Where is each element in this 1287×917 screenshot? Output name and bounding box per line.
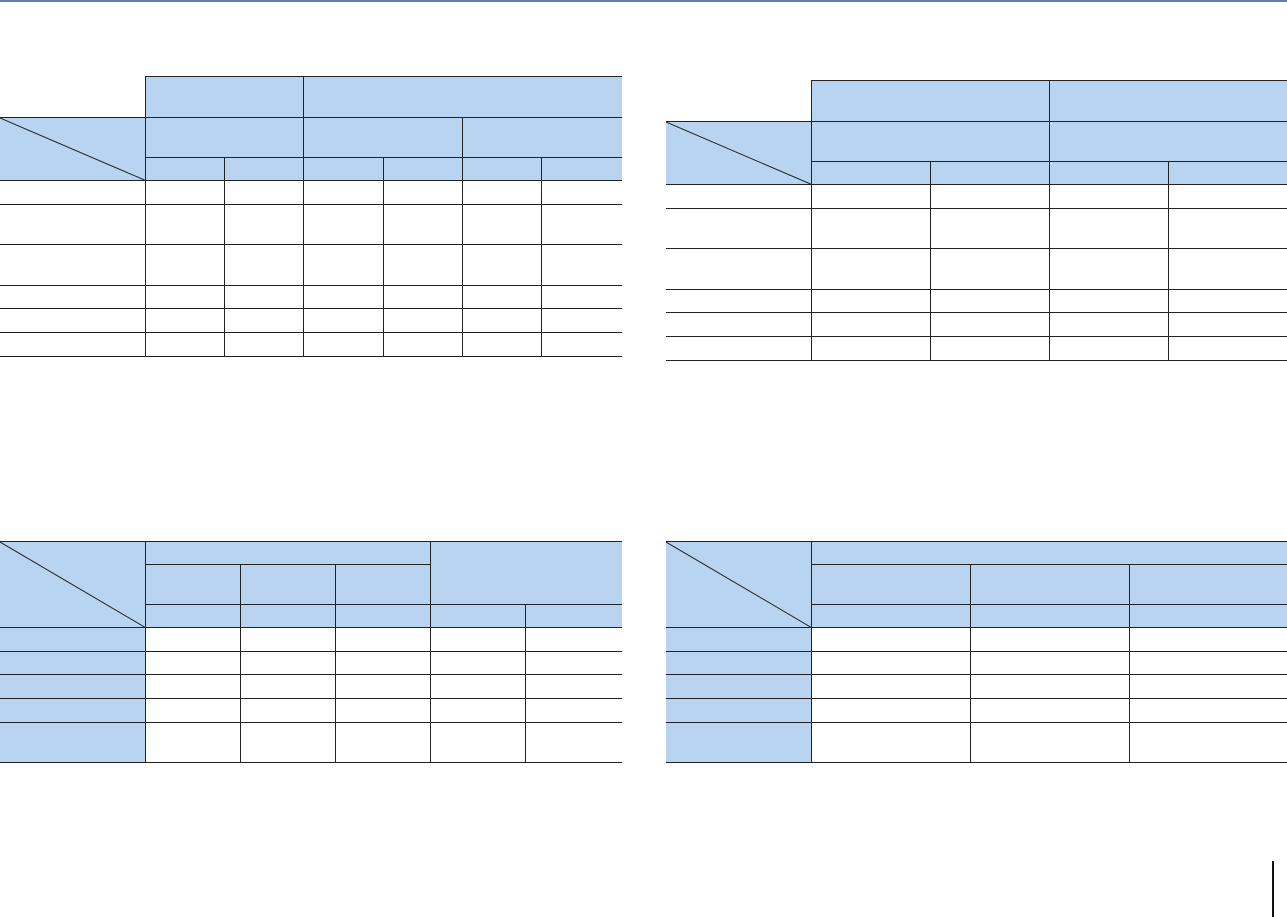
header-cell [1128, 604, 1287, 628]
diagonal-header-cell [0, 541, 145, 628]
header-cell [429, 541, 623, 605]
header-cell [144, 157, 224, 181]
header-cell [1167, 161, 1287, 185]
header-cell [239, 604, 335, 628]
header-cell [524, 604, 623, 628]
table-row [666, 336, 1287, 361]
table-row [666, 248, 1287, 290]
table-bottom-left [0, 541, 623, 763]
table-row [0, 204, 622, 245]
header-cell [810, 541, 1287, 565]
header-rule [0, 0, 1287, 2]
header-cell [239, 564, 335, 605]
header-cell [223, 157, 303, 181]
table-row [0, 244, 622, 286]
table-bottom-right [666, 541, 1287, 763]
header-cell [810, 564, 970, 605]
header-cell [810, 121, 1049, 162]
table-row [0, 627, 623, 652]
header-cell [810, 161, 930, 185]
diagonal-header-cell [0, 117, 145, 181]
table-row [666, 627, 1287, 652]
table-top-left [0, 76, 622, 357]
table-row [666, 312, 1287, 337]
table-row [666, 184, 1287, 209]
header-cell [461, 117, 622, 158]
header-cell [461, 157, 541, 181]
header-cell [540, 157, 622, 181]
table-row [0, 674, 623, 699]
header-cell [144, 76, 303, 118]
header-cell [144, 117, 303, 158]
diagonal-header-cell [666, 541, 811, 628]
header-cell [382, 157, 462, 181]
header-cell [429, 604, 526, 628]
table-row [0, 651, 623, 675]
table-row [0, 698, 623, 723]
diagonal-header-cell [666, 121, 811, 185]
header-cell [1048, 121, 1287, 162]
header-cell [929, 161, 1049, 185]
table-top-right [666, 80, 1287, 361]
table-row [666, 722, 1287, 763]
header-cell [1048, 80, 1287, 122]
page-marker-bar [1272, 861, 1274, 917]
header-cell [302, 76, 622, 118]
header-cell [969, 604, 1129, 628]
table-row [666, 289, 1287, 313]
header-cell [1128, 564, 1287, 605]
header-cell [334, 564, 431, 605]
header-cell [302, 117, 462, 158]
table-row [0, 308, 622, 333]
table-row [666, 208, 1287, 249]
table-row [0, 722, 623, 763]
table-row [0, 285, 622, 309]
table-row [666, 674, 1287, 699]
table-row [0, 180, 622, 205]
header-cell [1048, 161, 1168, 185]
empty-corner [0, 77, 145, 118]
header-cell [144, 604, 240, 628]
header-cell [810, 604, 970, 628]
table-row [666, 651, 1287, 675]
header-cell [144, 541, 431, 565]
header-cell [334, 604, 431, 628]
header-cell [144, 564, 240, 605]
header-cell [810, 80, 1049, 122]
header-cell [969, 564, 1129, 605]
table-row [0, 332, 622, 357]
header-cell [302, 157, 383, 181]
empty-corner [666, 81, 811, 122]
table-row [666, 698, 1287, 723]
